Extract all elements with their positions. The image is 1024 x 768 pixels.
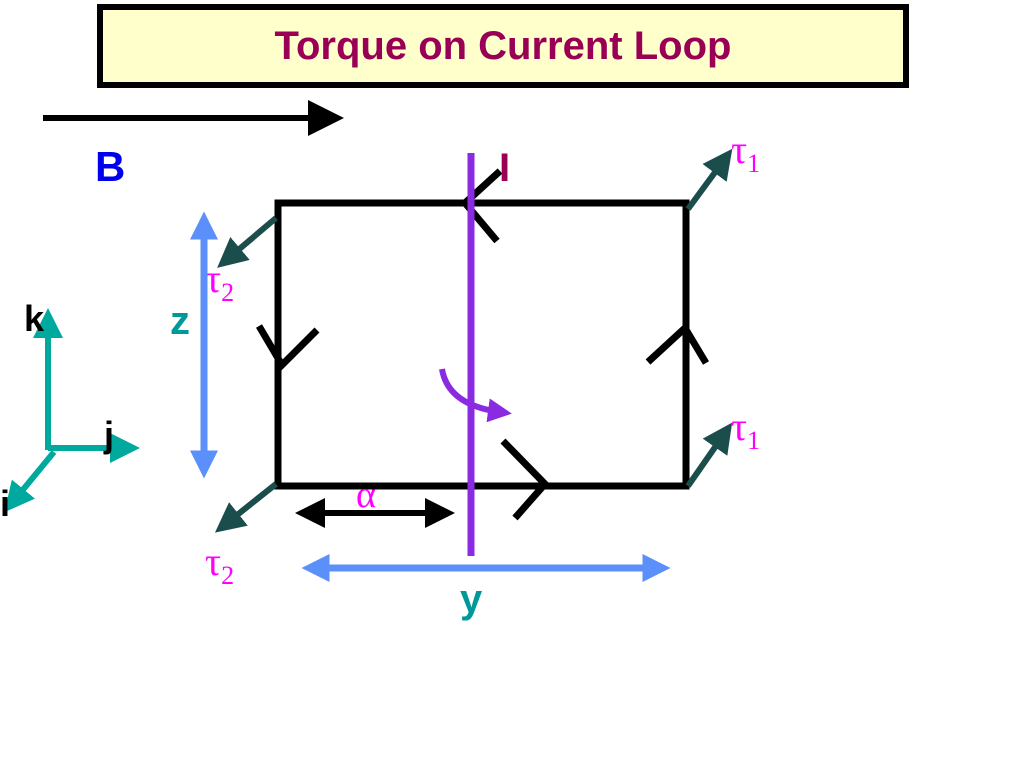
axis-k-label: k [24,298,45,339]
rotation-arrow [439,368,512,423]
tau2-label-bottom: τ2 [205,539,234,590]
torque-arrow-tau1-bottom [685,422,733,488]
current-loop [274,199,690,490]
torque-arrow-tau2-bottom [214,481,278,533]
axis-i [4,450,57,513]
field-label: B [95,143,125,190]
width-label: y [460,577,483,621]
tau2-label-top: τ2 [205,256,234,307]
current-direction-bottom [500,438,550,521]
page-title: Torque on Current Loop [274,23,732,68]
current-direction-left [255,324,320,371]
current-direction-top [460,168,503,244]
axis-j-label: j [103,414,114,455]
alpha-label: α [356,474,376,516]
current-label: I [499,146,510,190]
tau1-label-top: τ1 [731,127,760,178]
torque-arrow-tau1-top [685,148,733,211]
current-direction-right [645,322,710,365]
height-label: z [170,299,190,343]
axis-i-label: i [0,483,10,524]
tau1-label-bottom: τ1 [731,404,760,455]
title-box: Torque on Current Loop [97,4,909,88]
torque-arrow-tau2-top [217,215,278,268]
